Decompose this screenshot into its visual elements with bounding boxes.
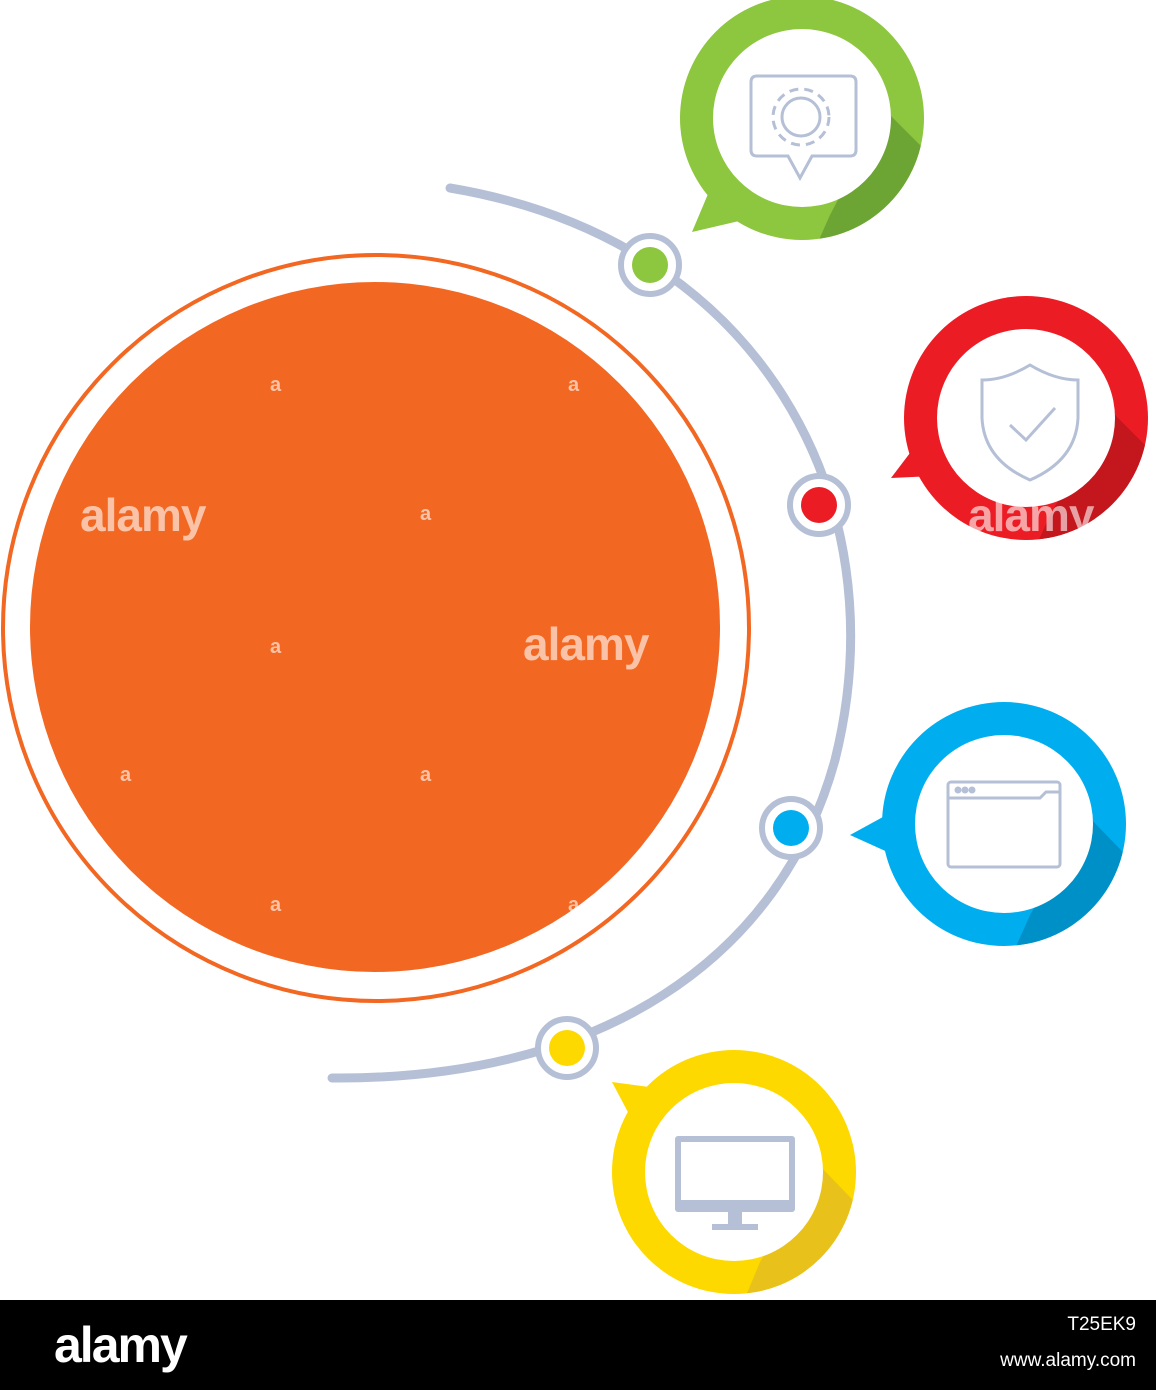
monitor-icon (675, 1136, 795, 1230)
footer-logo: alamy (54, 1317, 188, 1373)
track-node-red[interactable] (787, 473, 851, 537)
track-node-blue[interactable] (759, 796, 823, 860)
infographic-diagram (1, 0, 1156, 1300)
shield-check-icon (980, 363, 1080, 482)
bubble-green[interactable] (680, 0, 950, 260)
track-node-yellow[interactable] (535, 1016, 599, 1080)
main-circle (30, 282, 720, 972)
folder-window-icon (946, 780, 1062, 869)
footer-url[interactable]: www.alamy.com (1000, 1350, 1136, 1371)
bubble-blue[interactable] (850, 702, 1150, 960)
gear-speech-icon (749, 74, 858, 182)
track-node-green[interactable] (618, 233, 682, 297)
bubble-red[interactable] (891, 296, 1156, 560)
diagram-canvas: alamy alamy a a a a a a a a alamy (1, 0, 1156, 1300)
bubble-yellow[interactable] (612, 1050, 880, 1300)
main-circle-outline (1, 253, 751, 1003)
footer-bar: alamy T25EK9 www.alamy.com (0, 1300, 1156, 1390)
footer-image-id: T25EK9 (1067, 1314, 1136, 1335)
